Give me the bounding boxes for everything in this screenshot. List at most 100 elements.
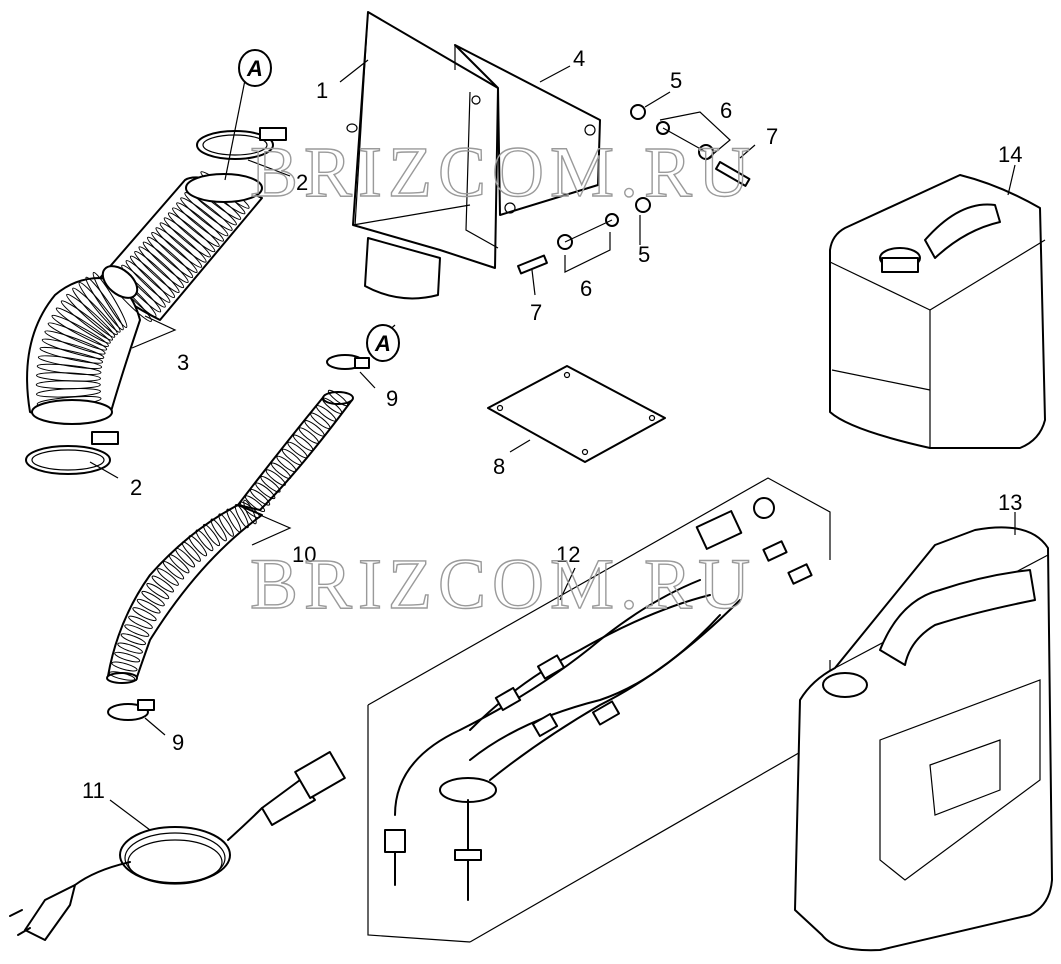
hose-rib (47, 322, 108, 351)
hose-rib (66, 293, 116, 338)
hose-rib (125, 260, 171, 303)
hose-rib (85, 276, 124, 331)
fasteners (517, 104, 751, 275)
callout-8: 8 (493, 454, 505, 479)
hose-rib (176, 202, 225, 242)
callout-11: 11 (82, 778, 105, 803)
hose-rib (111, 661, 138, 672)
hose-rib (175, 547, 196, 568)
hose-rib (117, 642, 143, 654)
hose-rib (159, 222, 207, 263)
callout-13: 13 (998, 490, 1022, 515)
part-8-plate (487, 365, 666, 463)
hose-rib (55, 307, 111, 344)
part-12-fuel-kit (367, 477, 831, 943)
hose-rib (155, 227, 203, 268)
hose-rib (41, 338, 105, 359)
hose-rib (167, 212, 216, 253)
hose-rib (255, 482, 276, 500)
hose-rib (142, 241, 189, 284)
hose-rib (134, 250, 180, 294)
part-10-long-hose (106, 389, 354, 684)
callout-labels: 1 2 2 3 4 5 5 6 6 7 7 8 9 9 10 11 12 13 … (82, 46, 1022, 803)
hose-rib (72, 287, 118, 336)
hose-rib (281, 448, 303, 466)
callout-10: 10 (292, 542, 316, 567)
hose-rib (188, 535, 208, 557)
part-2-clamps (25, 127, 287, 475)
callout-4: 4 (573, 46, 585, 71)
hose-rib (108, 671, 136, 681)
hose-rib (202, 523, 221, 547)
callout-3: 3 (177, 350, 189, 375)
hose-rib (271, 462, 292, 480)
hose-rib (36, 388, 101, 398)
hose-rib (195, 529, 214, 552)
hose-rib (129, 255, 176, 299)
hose-rib (181, 541, 201, 562)
reference-mark-a-1-text: A (246, 56, 263, 81)
hose-rib (37, 355, 103, 370)
callout-5-top: 5 (670, 68, 682, 93)
callout-7-top: 7 (766, 124, 778, 149)
hose-rib (120, 633, 146, 646)
hose-rib (276, 455, 297, 473)
hose-rib (226, 508, 242, 533)
hose-rib (163, 217, 211, 258)
callout-7-bottom: 7 (530, 300, 542, 325)
hose-rib (78, 281, 121, 333)
part-13-jerrycan (794, 526, 1053, 952)
leader-lines (89, 59, 1016, 831)
callout-9-top: 9 (386, 386, 398, 411)
hose-rib (39, 346, 104, 364)
hose-rib (310, 412, 331, 430)
callout-9-bottom: 9 (172, 730, 184, 755)
hose-rib (304, 420, 325, 437)
hose-rib (157, 568, 179, 586)
callout-5-bottom: 5 (638, 242, 650, 267)
hose-rib (92, 271, 128, 329)
reference-mark-a-2: A (366, 324, 400, 362)
hose-rib (210, 518, 227, 542)
callout-14: 14 (998, 142, 1022, 167)
hose-rib (180, 197, 229, 237)
part-4-bracket (454, 44, 601, 216)
hose-rib (138, 246, 185, 289)
hose-rib (151, 575, 175, 593)
part-9-clamps (107, 354, 370, 721)
hose-rib (184, 192, 233, 231)
hose-rib (141, 590, 165, 607)
hose-rib (243, 499, 257, 525)
hose-rib (114, 651, 141, 663)
hose-rib (151, 232, 198, 273)
hose-rib (321, 397, 343, 414)
callout-2-top: 2 (296, 170, 308, 195)
hose-rib (250, 488, 271, 506)
hose-rib (168, 554, 190, 574)
part-3-elbow-hose (26, 171, 263, 425)
callout-12: 12 (556, 542, 580, 567)
hose-rib (44, 330, 106, 355)
watermark-middle: BRIZCOM.RU (250, 544, 756, 624)
hose-rib (128, 615, 153, 629)
callout-2-bottom: 2 (130, 475, 142, 500)
hose-rib (172, 207, 220, 247)
watermark-top: BRIZCOM.RU (250, 132, 756, 212)
hose-rib (239, 501, 261, 519)
hose-rib (124, 624, 150, 637)
callout-6-bottom: 6 (580, 276, 592, 301)
hose-rib (136, 598, 161, 614)
hose-rib (315, 405, 337, 422)
part-1-hood (346, 11, 499, 300)
part-14-canister (829, 174, 1046, 449)
hose-rib (327, 389, 349, 407)
hose-rib (298, 427, 319, 444)
hose-rib (147, 236, 194, 279)
hose-rib (234, 504, 249, 529)
hose-rib (132, 607, 157, 622)
hose-rib (287, 441, 308, 459)
hose-rib (244, 495, 266, 513)
hose-rib (260, 475, 281, 493)
hose-rib (265, 469, 286, 486)
